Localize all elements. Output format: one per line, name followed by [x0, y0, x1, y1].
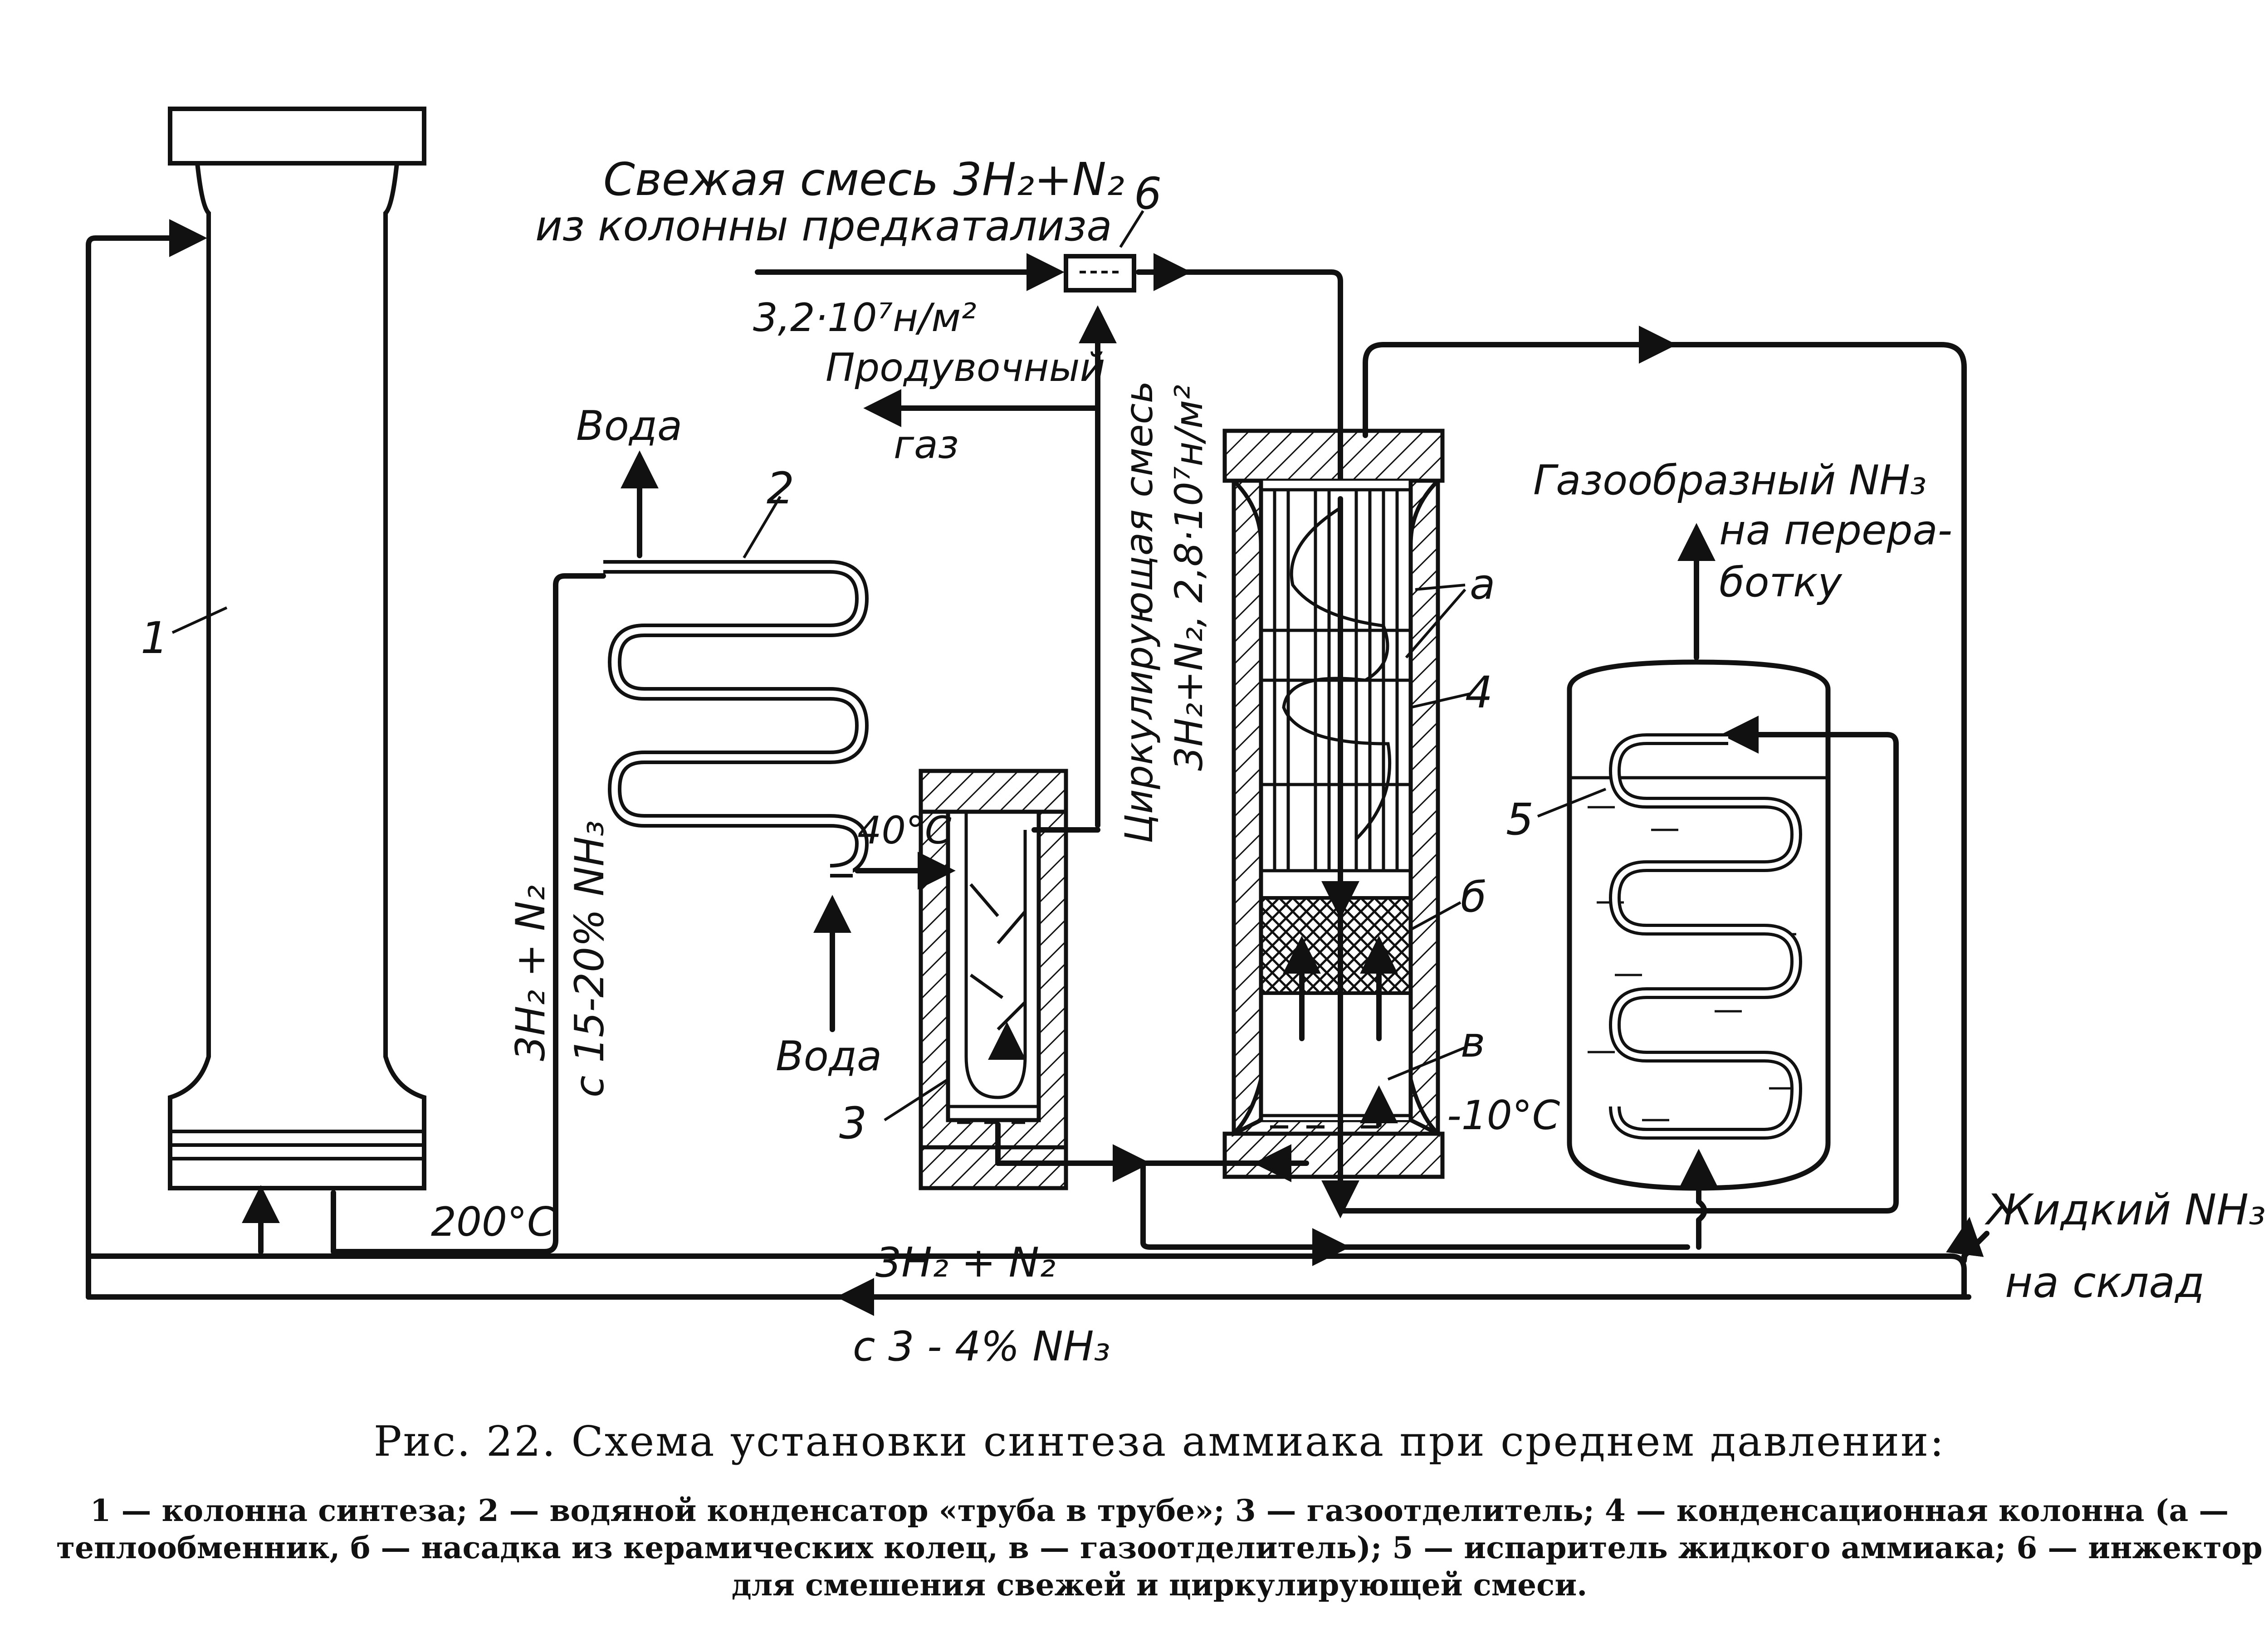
water-out-label: Вода: [576, 402, 682, 450]
figure-caption-legend: 1 — колонна синтеза; 2 — водяной конденс…: [56, 1493, 2263, 1603]
part-b-label: б: [1461, 873, 1486, 921]
fresh-mix-label: Свежая смесь 3H₂+N₂: [603, 153, 1124, 206]
number-4: 4: [1465, 667, 1493, 718]
temp-minus10-label: -10°C: [1447, 1092, 1560, 1139]
purge-gas-label-2: газ: [894, 422, 959, 468]
fresh-mix-source-label: из колонны предкатализа: [535, 202, 1112, 250]
gaseous-nh3-label-3: ботку: [1719, 559, 1843, 606]
temp-200-label: 200°C: [431, 1199, 555, 1245]
condensation-column: [1222, 429, 1470, 1186]
temp-40-label: 40°C: [857, 808, 952, 853]
number-3: 3: [839, 1098, 867, 1149]
number-2: 2: [767, 463, 794, 514]
pipelines: [86, 219, 1989, 1316]
inlet-pressure-label: 3,2·10⁷н/м²: [753, 295, 977, 341]
gas-separator: [884, 769, 1068, 1190]
injector: [1064, 210, 1144, 292]
figure-caption-title: Рис. 22. Схема установки синтеза аммиака…: [373, 1417, 1945, 1466]
part-a-label: а: [1470, 560, 1495, 609]
purge-gas-label: Продувочный: [826, 345, 1105, 390]
hot-mix-nh3-label: с 15-20% NH₃: [566, 820, 613, 1097]
synthesis-column: [168, 107, 426, 1190]
gaseous-nh3-label: Газообразный NH₃: [1533, 457, 1926, 504]
water-in-label: Вода: [776, 1033, 882, 1080]
ammonia-evaporator: [1537, 659, 1831, 1191]
liquid-nh3-label: Жидкий NH₃: [1984, 1185, 2266, 1235]
number-6: 6: [1134, 168, 1162, 219]
water-condenser: [603, 496, 869, 877]
circulating-mix-label: Циркулирующая смесь: [1117, 381, 1161, 843]
return-mix-label: 3H₂ + N₂: [875, 1239, 1056, 1287]
number-5: 5: [1506, 794, 1534, 845]
return-mix-nh3-label: с 3 - 4% NH₃: [853, 1323, 1110, 1370]
circulating-mix-pressure-label: 3H₂+N₂, 2,8·10⁷н/м²: [1167, 385, 1211, 771]
gaseous-nh3-label-2: на перера-: [1719, 507, 1952, 554]
liquid-nh3-dest-label: на склад: [2005, 1258, 2204, 1307]
number-1: 1: [141, 613, 168, 663]
part-v-label: в: [1461, 1018, 1485, 1067]
hot-mix-label: 3H₂ + N₂: [507, 885, 554, 1061]
diagram-labels: Свежая смесь 3H₂+N₂ из колонны предкатал…: [141, 153, 2266, 1370]
